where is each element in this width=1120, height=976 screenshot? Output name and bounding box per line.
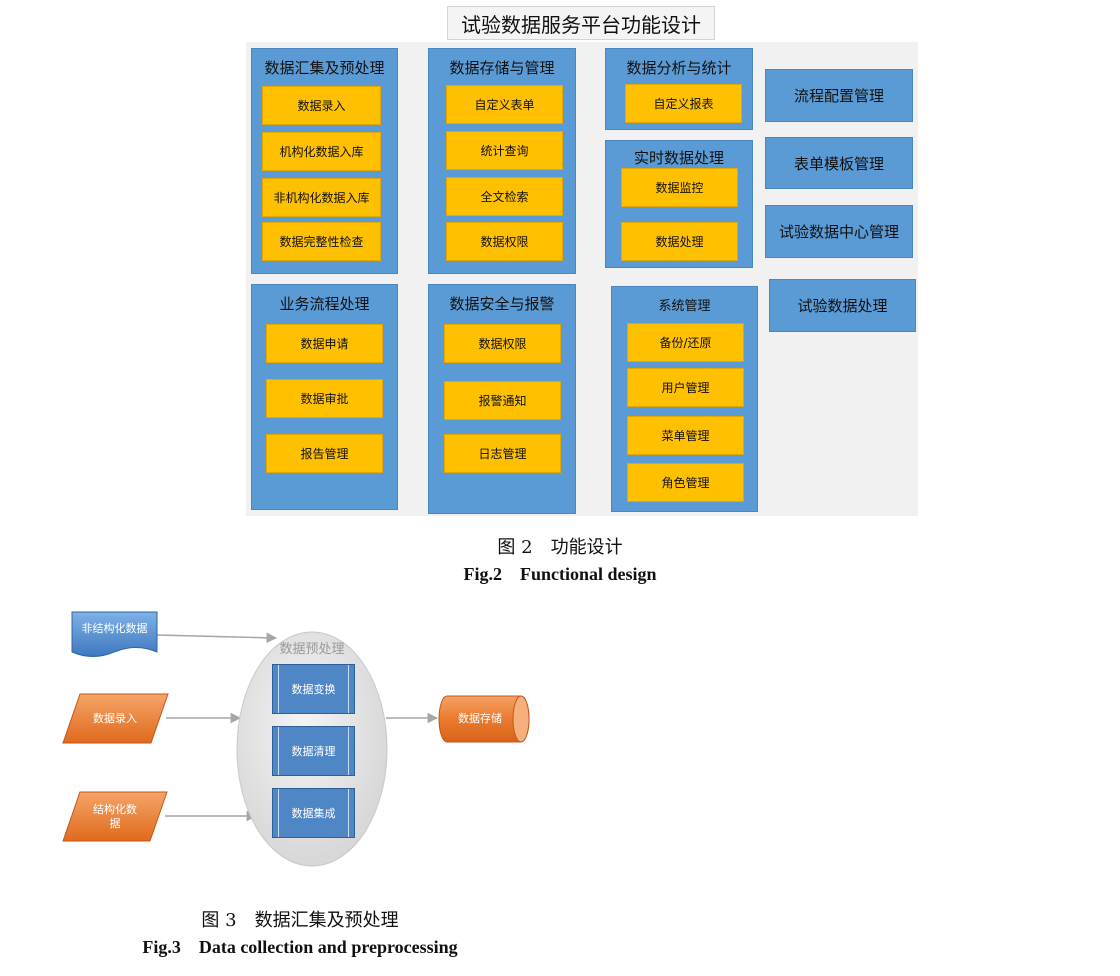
- panel-title: 数据分析与统计: [626, 59, 732, 77]
- function-item: 数据录入: [262, 86, 381, 125]
- preprocess-title: 数据预处理: [279, 642, 345, 657]
- input-data-entry: 数据录入: [93, 711, 137, 725]
- function-item: 数据审批: [266, 379, 383, 418]
- panel-title: 数据存储与管理: [449, 59, 555, 77]
- function-item: 自定义报表: [625, 84, 742, 123]
- function-item: 备份/还原: [627, 323, 744, 362]
- arrow-unstructured-to-preprocess: [156, 632, 278, 644]
- function-item: 报告管理: [266, 434, 383, 473]
- step-data-transform: 数据变换: [272, 664, 355, 714]
- input-structured-data: 结构化数 据: [93, 802, 137, 830]
- function-item: 数据处理: [621, 222, 738, 261]
- fig2-caption-en: Fig.2 Functional design: [463, 564, 657, 584]
- function-item: 数据权限: [444, 324, 561, 363]
- function-item: 数据监控: [621, 168, 738, 207]
- function-item: 报警通知: [444, 381, 561, 420]
- step-data-integration: 数据集成: [272, 788, 355, 838]
- parallelogram-shape: [62, 693, 169, 744]
- function-item: 日志管理: [444, 434, 561, 473]
- panel-data-storage: 数据存储与管理 自定义表单 统计查询 全文检索 数据权限: [428, 48, 576, 274]
- function-item: 数据权限: [446, 222, 563, 261]
- parallelogram-shape: [62, 791, 168, 842]
- panel-data-security: 数据安全与报警 数据权限 报警通知 日志管理: [428, 284, 576, 514]
- module-process-config: 流程配置管理: [765, 69, 913, 122]
- panel-data-collection: 数据汇集及预处理 数据录入 机构化数据入库 非机构化数据入库 数据完整性检查: [251, 48, 398, 274]
- function-item: 非机构化数据入库: [262, 178, 381, 217]
- function-item: 数据申请: [266, 324, 383, 363]
- panel-title: 系统管理: [658, 299, 711, 314]
- panel-title: 数据汇集及预处理: [264, 59, 385, 77]
- input-unstructured-data: 非结构化数据: [81, 622, 148, 635]
- panel-title: 业务流程处理: [279, 295, 370, 313]
- fig2-caption-cn: 图 2 功能设计: [497, 537, 623, 558]
- function-item: 全文检索: [446, 177, 563, 216]
- fig2-title: 试验数据服务平台功能设计: [447, 6, 715, 40]
- panel-title: 实时数据处理: [633, 149, 724, 167]
- module-form-template: 表单模板管理: [765, 137, 913, 189]
- fig3-caption-cn: 图 3 数据汇集及预处理: [201, 910, 399, 931]
- function-item: 用户管理: [627, 368, 744, 407]
- panel-realtime-processing: 实时数据处理 数据监控 数据处理: [605, 140, 753, 268]
- cylinder-cap: [512, 695, 530, 743]
- step-data-cleaning: 数据清理: [272, 726, 355, 776]
- function-item: 角色管理: [627, 463, 744, 502]
- function-item: 数据完整性检查: [262, 222, 381, 261]
- function-item: 统计查询: [446, 131, 563, 170]
- document-shape: [71, 611, 158, 657]
- function-item: 自定义表单: [446, 85, 563, 124]
- module-data-center: 试验数据中心管理: [765, 205, 913, 258]
- output-data-storage: 数据存储: [458, 712, 502, 725]
- panel-system-management: 系统管理 备份/还原 用户管理 菜单管理 角色管理: [611, 286, 758, 512]
- function-item: 菜单管理: [627, 416, 744, 455]
- function-item: 机构化数据入库: [262, 132, 381, 171]
- panel-business-process: 业务流程处理 数据申请 数据审批 报告管理: [251, 284, 398, 510]
- fig3-caption-en: Fig.3 Data collection and preprocessing: [142, 937, 458, 957]
- panel-data-analysis: 数据分析与统计 自定义报表: [605, 48, 753, 130]
- module-data-processing: 试验数据处理: [769, 279, 916, 332]
- panel-title: 数据安全与报警: [449, 295, 555, 313]
